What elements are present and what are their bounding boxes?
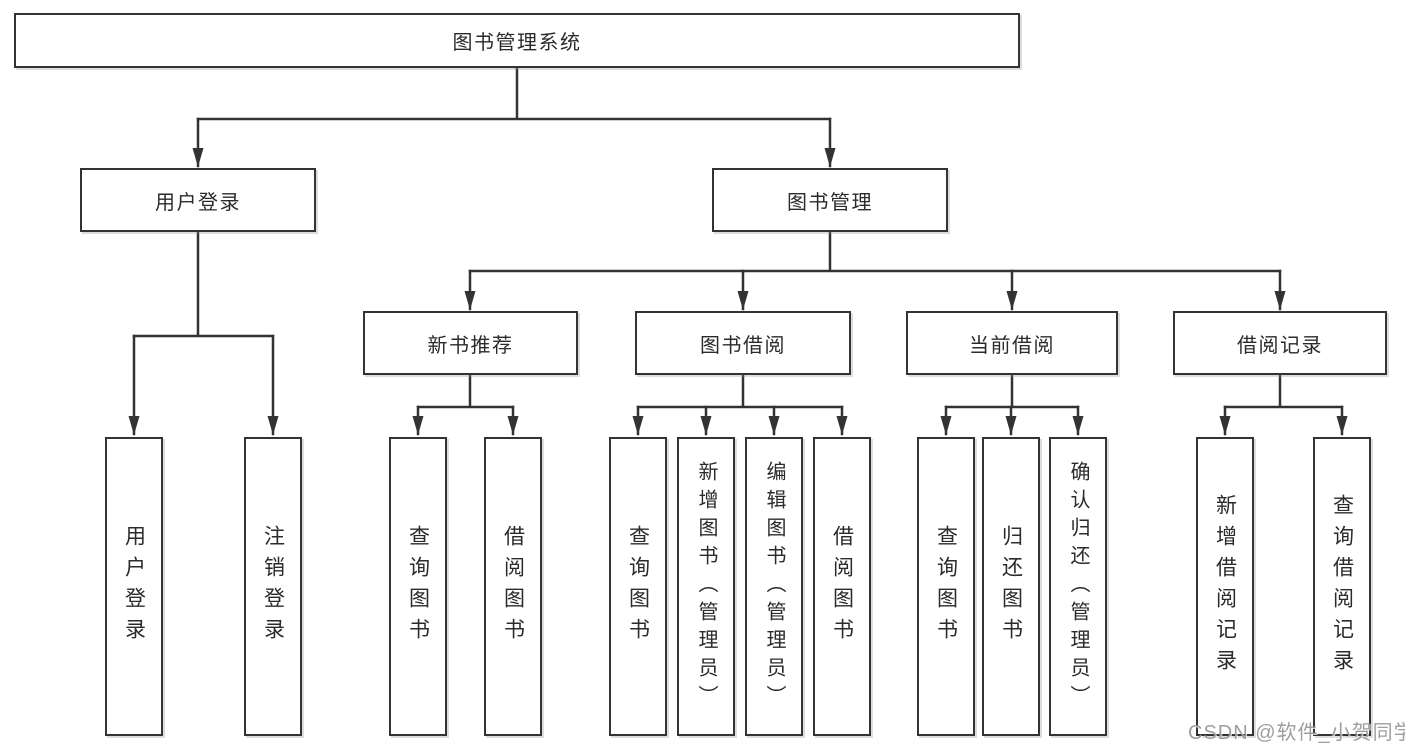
node-label: 查询借阅记录 <box>1330 493 1354 680</box>
node-label: 归还图书 <box>999 524 1023 649</box>
node-label: 用户登录 <box>122 524 146 649</box>
leaf-confirm-return-admin: 确认归还（管理员） <box>1049 437 1107 736</box>
node-label: 确认归还（管理员） <box>1067 460 1089 713</box>
node-label: 新书推荐 <box>427 334 514 357</box>
node-label: 编辑图书（管理员） <box>763 460 785 713</box>
leaf-logout-login: 注销登录 <box>244 437 302 736</box>
node-label: 用户登录 <box>155 191 241 214</box>
leaf-add-books-admin: 新增图书（管理员） <box>677 437 735 736</box>
leaf-borrow-books: 借阅图书 <box>813 437 871 736</box>
node-label: 查询图书 <box>626 524 650 649</box>
node-label: 图书管理 <box>787 191 873 214</box>
leaf-query-borrow-record: 查询借阅记录 <box>1313 437 1371 736</box>
node-label: 图书管理系统 <box>452 32 582 54</box>
leaf-add-borrow-record: 新增借阅记录 <box>1196 437 1254 736</box>
node-label: 当前借阅 <box>969 334 1055 357</box>
node-label: 借阅图书 <box>830 524 854 649</box>
leaf-query-books-current: 查询图书 <box>917 437 975 736</box>
node-label: 查询图书 <box>934 524 958 649</box>
csdn-watermark: CSDN @软件_小贺同学 <box>1188 722 1405 744</box>
leaf-query-books-borrow: 查询图书 <box>609 437 667 736</box>
node-borrowing-records: 借阅记录 <box>1173 311 1387 375</box>
leaf-query-books-recommend: 查询图书 <box>389 437 447 736</box>
node-label: 图书借阅 <box>700 334 786 357</box>
node-book-management: 图书管理 <box>712 168 948 232</box>
node-label: 借阅图书 <box>501 524 525 649</box>
leaf-borrow-books-recommend: 借阅图书 <box>484 437 542 736</box>
node-root: 图书管理系统 <box>14 13 1020 68</box>
leaf-edit-books-admin: 编辑图书（管理员） <box>745 437 803 736</box>
node-label: 新增图书（管理员） <box>695 460 717 713</box>
node-label: 新增借阅记录 <box>1213 493 1237 680</box>
node-user-login: 用户登录 <box>80 168 316 232</box>
node-new-book-recommendation: 新书推荐 <box>363 311 578 375</box>
node-label: 查询图书 <box>406 524 430 649</box>
node-book-borrowing: 图书借阅 <box>635 311 851 375</box>
node-label: 注销登录 <box>261 524 285 649</box>
leaf-return-books: 归还图书 <box>982 437 1040 736</box>
node-label: 借阅记录 <box>1237 334 1323 357</box>
leaf-user-login: 用户登录 <box>105 437 163 736</box>
node-current-borrowing: 当前借阅 <box>906 311 1118 375</box>
